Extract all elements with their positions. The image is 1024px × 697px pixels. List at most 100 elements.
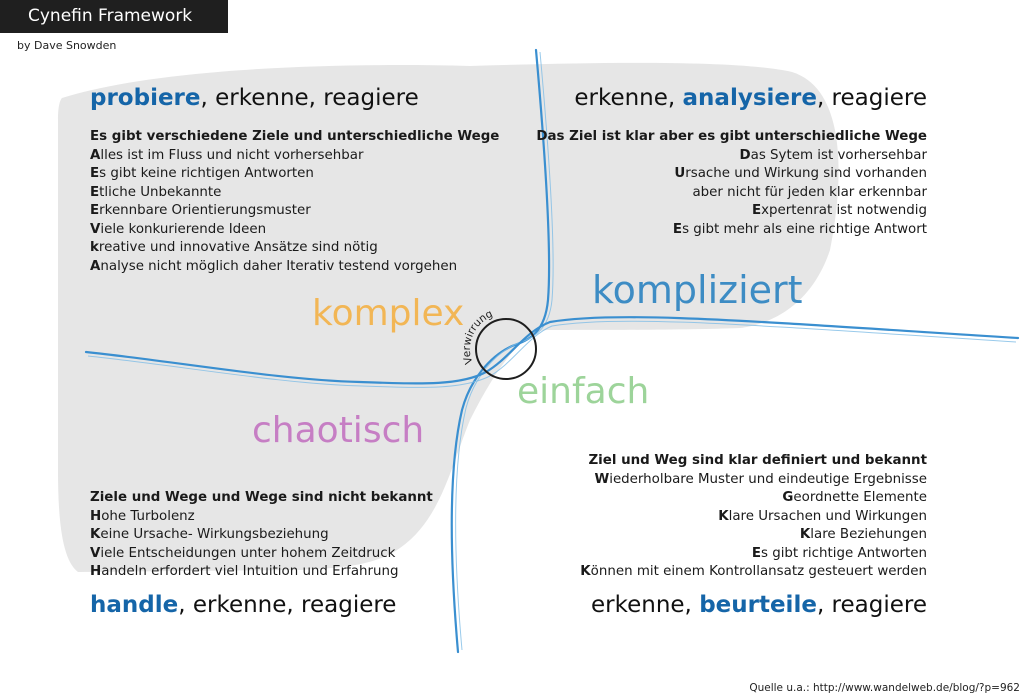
kompliziert-line: aber nicht für jeden klar erkennbar (536, 184, 927, 203)
chaotisch-line-initial: K (90, 527, 101, 542)
komplex-line-initial: E (90, 184, 100, 200)
chaotisch-line-text: andeln erfordert viel Intuition und Erfa… (101, 564, 399, 579)
komplex-line-text: rkennbare Orientierungsmuster (99, 203, 311, 218)
chaotisch-line: Handeln erfordert viel Intuition und Erf… (90, 563, 433, 582)
einfach-line-initial: G (782, 490, 794, 505)
chaotisch-action-rest: , erkenne, reagiere (178, 592, 397, 618)
chaotisch-line: Keine Ursache- Wirkungsbeziehung (90, 526, 433, 545)
kompliziert-line-text: rsache und Wirkung sind vorhanden (685, 166, 927, 181)
chaotisch-line-text: eine Ursache- Wirkungsbeziehung (100, 527, 329, 542)
kompliziert-description: Das Ziel ist klar aber es gibt unterschi… (536, 128, 927, 239)
einfach-line: Können mit einem Kontrollansatz gesteuer… (580, 563, 927, 582)
kompliziert-line-initial: U (674, 166, 686, 181)
kompliziert-label: kompliziert (592, 268, 803, 312)
kompliziert-action-prefix: erkenne, (574, 85, 683, 111)
komplex-line-text: iele konkurierende Ideen (100, 221, 267, 237)
einfach-line: Klare Beziehungen (580, 526, 927, 545)
chaotisch-line-initial: V (90, 545, 101, 561)
einfach-line-text: önnen mit einem Kontrollansatz gesteuert… (590, 564, 927, 579)
komplex-line: kreative und innovative Ansätze sind nöt… (90, 239, 499, 258)
source-note: Quelle u.a.: http://www.wandelweb.de/blo… (749, 682, 1020, 694)
komplex-description: Es gibt verschiedene Ziele und unterschi… (90, 128, 499, 276)
chaotisch-line-text: ohe Turbolenz (101, 508, 195, 524)
einfach-action-prefix: erkenne, (591, 592, 700, 618)
einfach-line-text: iederholbare Muster und eindeutige Ergeb… (609, 471, 927, 487)
kompliziert-line-initial: E (672, 221, 683, 237)
komplex-line-initial: k (90, 240, 99, 255)
page-title: Cynefin Framework (28, 6, 193, 26)
einfach-line-text: lare Ursachen und Wirkungen (728, 508, 927, 524)
kompliziert-line: Expertenrat ist notwendig (536, 202, 927, 221)
komplex-line-initial: E (90, 166, 100, 181)
byline: by Dave Snowden (17, 39, 117, 52)
einfach-line: Klare Ursachen und Wirkungen (580, 508, 927, 527)
komplex-action-keyword: probiere (90, 85, 201, 111)
komplex-line: Es gibt keine richtigen Antworten (90, 165, 499, 184)
einfach-line-text: eordnette Elemente (793, 490, 927, 505)
einfach-description: Ziel und Weg sind klar definiert und bek… (580, 452, 927, 582)
chaotisch-line: Hohe Turbolenz (90, 508, 433, 527)
einfach-label: einfach (517, 371, 650, 412)
kompliziert-line-text: as Sytem ist vorhersehbar (750, 147, 927, 163)
kompliziert-line-initial: D (739, 147, 751, 163)
chaotisch-line-initial: H (90, 564, 102, 579)
komplex-line-initial: A (90, 258, 101, 274)
komplex-action: probiere, erkenne, reagiere (90, 85, 419, 111)
kompliziert-line-text: s gibt mehr als eine richtige Antwort (682, 221, 927, 237)
komplex-line: Erkennbare Orientierungsmuster (90, 202, 499, 221)
komplex-line: Alles ist im Fluss und nicht vorhersehba… (90, 147, 499, 166)
kompliziert-line: Es gibt mehr als eine richtige Antwort (536, 221, 927, 240)
horizontal-divider (84, 316, 1020, 385)
chaotisch-description: Ziele und Wege und Wege sind nicht bekan… (90, 489, 433, 582)
einfach-line-initial: K (580, 564, 591, 579)
komplex-line: Etliche Unbekannte (90, 184, 499, 203)
komplex-line-initial: V (90, 221, 101, 237)
einfach-line: Es gibt richtige Antworten (580, 545, 927, 564)
confusion-circle (475, 318, 537, 380)
kompliziert-action: erkenne, analysiere, reagiere (574, 85, 927, 111)
komplex-line-text: s gibt keine richtigen Antworten (99, 166, 314, 181)
einfach-line: Wiederholbare Muster und eindeutige Erge… (580, 471, 927, 490)
chaotisch-line-initial: H (90, 508, 102, 524)
komplex-line-text: lles ist im Fluss und nicht vorhersehbar (100, 147, 364, 163)
einfach-action-keyword: beurteile (699, 592, 817, 618)
einfach-line-text: s gibt richtige Antworten (760, 545, 927, 561)
komplex-line-initial: E (90, 203, 100, 218)
einfach-line: Geordnette Elemente (580, 489, 927, 508)
einfach-line-initial: K (718, 508, 729, 524)
chaotisch-line: Viele Entscheidungen unter hohem Zeitdru… (90, 545, 433, 564)
chaotisch-action-keyword: handle (90, 592, 179, 618)
chaotisch-action: handle, erkenne, reagiere (90, 592, 396, 618)
kompliziert-line-text: aber nicht für jeden klar erkennbar (692, 184, 927, 200)
einfach-line-initial: K (799, 527, 811, 542)
kompliziert-line: Ursache und Wirkung sind vorhanden (536, 165, 927, 184)
einfach-action: erkenne, beurteile, reagiere (591, 592, 927, 618)
komplex-line-text: reative und innovative Ansätze sind nöti… (98, 240, 378, 255)
komplex-line: Analyse nicht möglich daher Iterativ tes… (90, 258, 499, 277)
chaotisch-heading: Ziele und Wege und Wege sind nicht bekan… (90, 490, 433, 505)
komplex-heading: Es gibt verschiedene Ziele und unterschi… (90, 129, 500, 144)
kompliziert-action-keyword: analysiere (682, 85, 817, 111)
einfach-heading: Ziel und Weg sind klar definiert und bek… (588, 453, 927, 468)
einfach-line-initial: E (751, 545, 761, 561)
background-shape (58, 62, 839, 573)
komplex-line-initial: A (90, 147, 101, 163)
kompliziert-action-rest: , reagiere (816, 85, 927, 111)
title-bar: Cynefin Framework (0, 0, 228, 33)
komplex-line: Viele konkurierende Ideen (90, 221, 499, 240)
einfach-line-text: lare Beziehungen (810, 527, 927, 542)
kompliziert-line-initial: E (751, 203, 762, 218)
kompliziert-line-text: xpertenrat ist notwendig (761, 203, 927, 218)
chaotisch-label: chaotisch (252, 410, 425, 451)
komplex-label: komplex (312, 293, 465, 334)
komplex-line-text: tliche Unbekannte (99, 184, 222, 200)
kompliziert-heading: Das Ziel ist klar aber es gibt unterschi… (536, 129, 927, 144)
einfach-action-rest: , reagiere (816, 592, 927, 618)
einfach-line-initial: W (594, 471, 610, 487)
kompliziert-line: Das Sytem ist vorhersehbar (536, 147, 927, 166)
chaotisch-line-text: iele Entscheidungen unter hohem Zeitdruc… (100, 545, 396, 561)
komplex-line-text: nalyse nicht möglich daher Iterativ test… (100, 258, 458, 274)
komplex-action-rest: , erkenne, reagiere (200, 85, 419, 111)
vertical-divider-shadow (455, 51, 554, 651)
